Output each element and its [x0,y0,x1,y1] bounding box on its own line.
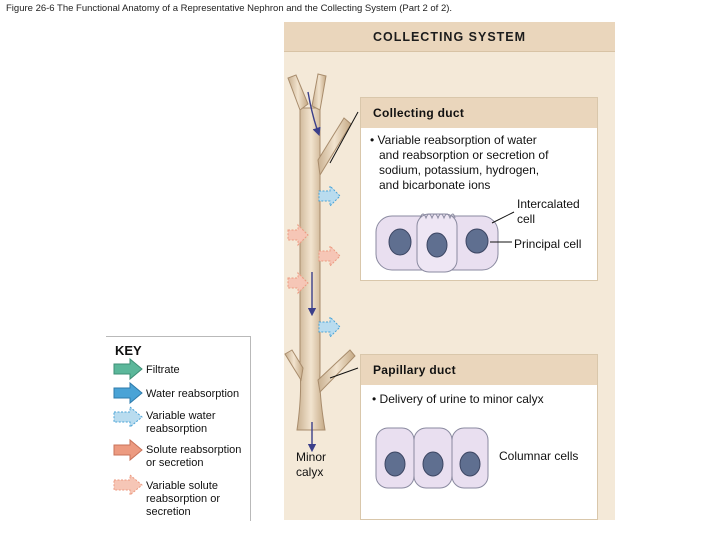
variable-solute-arrow-2 [318,244,341,268]
minor-calyx-label-2: calyx [296,465,324,479]
nucleus [465,228,489,254]
filtrate-arrow-icon [113,358,143,381]
key-item-variable-water-1: Variable water [146,410,216,422]
collecting-duct-line-1: and reabsorption or secretion of [379,148,549,162]
key-title: KEY [115,343,142,358]
key-item-solute-2: or secretion [146,457,204,469]
nucleus [459,451,481,477]
duct-branch-top [287,74,309,111]
key-item-solute-1: Solute reabsorption [146,444,242,456]
intercalated-label-1: Intercalated [517,197,580,211]
collecting-duct-title: Collecting duct [361,98,597,128]
leader-papillary-duct [329,367,359,379]
water-reabsorption-arrow-icon [113,381,143,405]
variable-solute-arrow-1 [287,223,309,247]
duct-branch-low-left [284,349,304,382]
flow-arrow-top [307,91,321,136]
panel-title: COLLECTING SYSTEM [372,30,527,44]
variable-water-arrow-icon [113,405,143,429]
variable-solute-arrow-icon [113,473,143,497]
solute-arrow-icon [113,438,143,462]
key-item-filtrate: Filtrate [146,364,180,376]
collecting-duct-bullet: • Variable reabsorption of water [370,133,537,147]
nucleus [426,232,448,258]
minor-calyx-label-1: Minor [296,450,327,464]
columnar-cells [375,427,489,489]
key-arrows [113,358,143,497]
collecting-duct-line-3: and bicarbonate ions [379,178,491,192]
duct-branch-low-right [317,349,356,394]
figure-title: Figure 26-6 The Functional Anatomy of a … [6,3,453,14]
key-item-variable-solute-2: reabsorption or [146,493,220,505]
collecting-duct-line-2: sodium, potassium, hydrogen, [379,163,540,177]
microvilli [419,213,456,220]
principal-cell-label: Principal cell [514,237,582,251]
collecting-duct-cells [375,211,515,273]
key-item-variable-solute-1: Variable solute [146,480,218,492]
variable-solute-arrow-3 [287,271,309,295]
duct-illustration [284,73,359,453]
intercalated-label-2: cell [517,212,536,226]
columnar-cells-label: Columnar cells [499,449,579,463]
panel-title-bar: COLLECTING SYSTEM [284,22,615,52]
variable-water-arrow-2 [318,315,341,339]
nucleus [388,228,412,256]
leader-intercalated [491,211,515,224]
duct-branch-top-right [311,73,327,111]
key-item-water: Water reabsorption [146,388,240,400]
duct-branch-mid [317,117,352,177]
papillary-duct-bullet: • Delivery of urine to minor calyx [372,392,544,406]
key-item-variable-solute-3: secretion [146,506,191,518]
key-item-variable-water-2: reabsorption [146,423,208,435]
nucleus [384,451,406,477]
variable-water-arrow-1 [318,184,341,208]
papillary-duct-title: Papillary duct [361,355,597,385]
nucleus [422,451,444,477]
leader-collecting-duct [329,111,359,164]
